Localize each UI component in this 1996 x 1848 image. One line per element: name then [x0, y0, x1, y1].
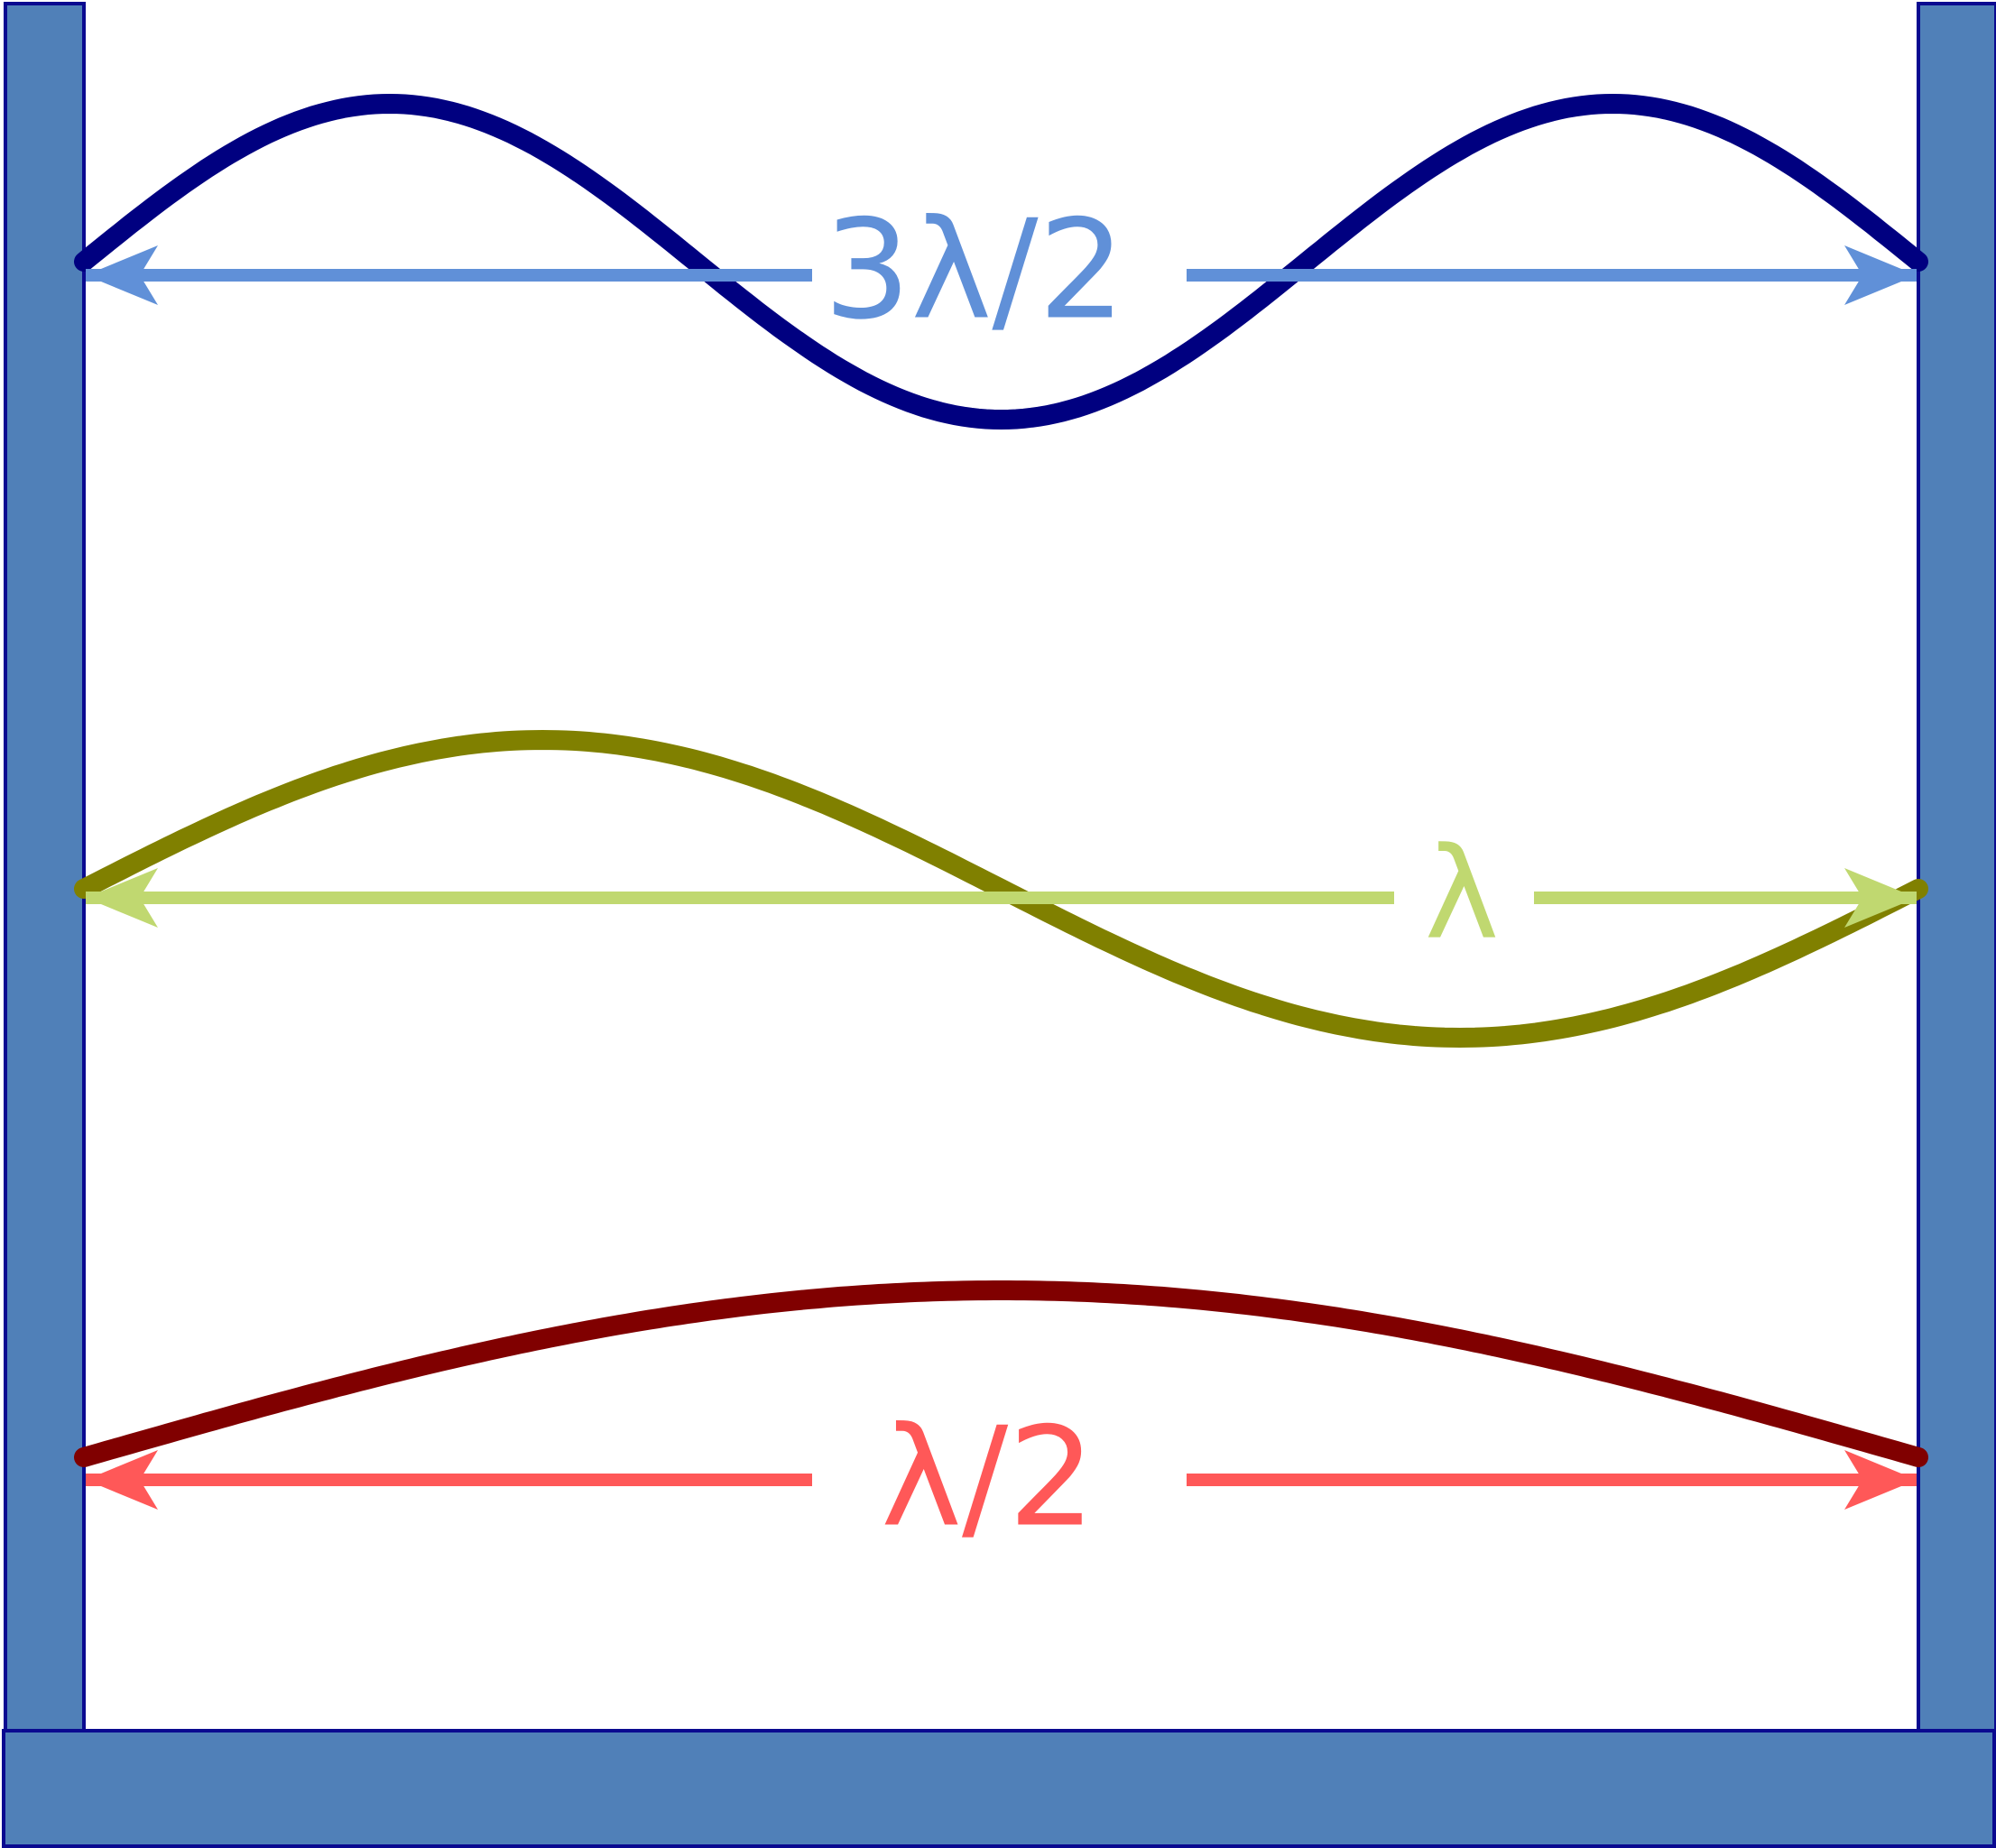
standing-wave-3-half: [74, 93, 1928, 430]
arrowhead-right: [1844, 1450, 1917, 1510]
mode-3-group: 3λ/2: [74, 93, 1928, 430]
mode-2-group: λ: [74, 729, 1928, 1049]
wavelength-label-3-half: 3λ/2: [824, 190, 1126, 350]
wavelength-label-1: λ: [1425, 821, 1500, 968]
floor: [2, 1729, 1996, 1848]
standing-wave-2-half: [74, 729, 1928, 1049]
arrowhead-right: [1844, 245, 1917, 305]
standing-wave-1-half: [74, 1280, 1928, 1467]
arrowhead-left: [86, 245, 158, 305]
arrowhead-right: [1844, 868, 1917, 928]
arrowhead-left: [86, 1450, 158, 1510]
arrowhead-left: [86, 868, 158, 928]
mode-1-group: λ/2: [74, 1280, 1928, 1557]
left-wall: [4, 2, 86, 1734]
wavelength-label-1-half: λ/2: [881, 1398, 1095, 1557]
right-wall: [1917, 2, 1996, 1734]
